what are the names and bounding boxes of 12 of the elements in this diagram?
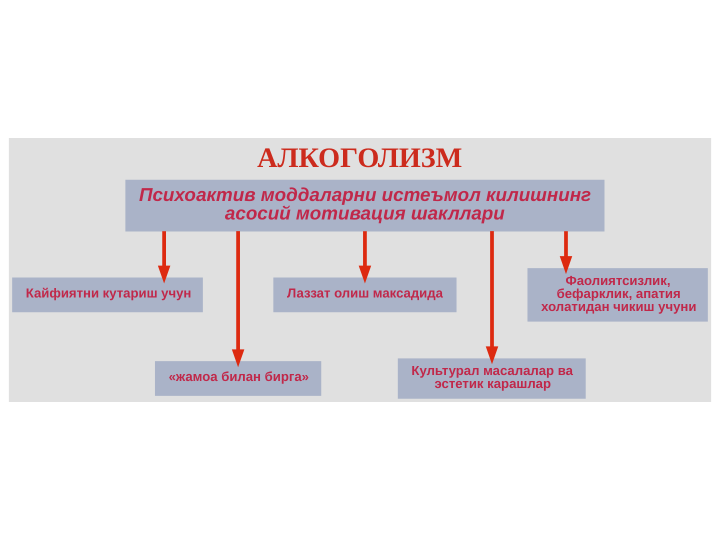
node-box: Лаззат олиш максадида: [273, 278, 457, 312]
node-box: Кайфиятни кутариш учун: [12, 278, 203, 312]
arrow: [158, 231, 170, 284]
arrow: [232, 231, 244, 368]
node-box: Фаолиятсизлик, бефарклик, апатия холатидан чикиш учуни: [527, 268, 708, 322]
arrow: [560, 231, 572, 274]
node-box: Психоактив моддаларни истеъмол килишнинг асосий мотивация шакллари: [125, 180, 604, 232]
node-box: «жамоа билан бирга»: [154, 361, 322, 396]
node-box: Культурал масалалар ва эстетик карашлар: [398, 358, 586, 399]
diagram-title: АЛКОГОЛИЗМ: [257, 143, 462, 174]
arrow: [486, 231, 498, 364]
arrow: [358, 231, 372, 284]
